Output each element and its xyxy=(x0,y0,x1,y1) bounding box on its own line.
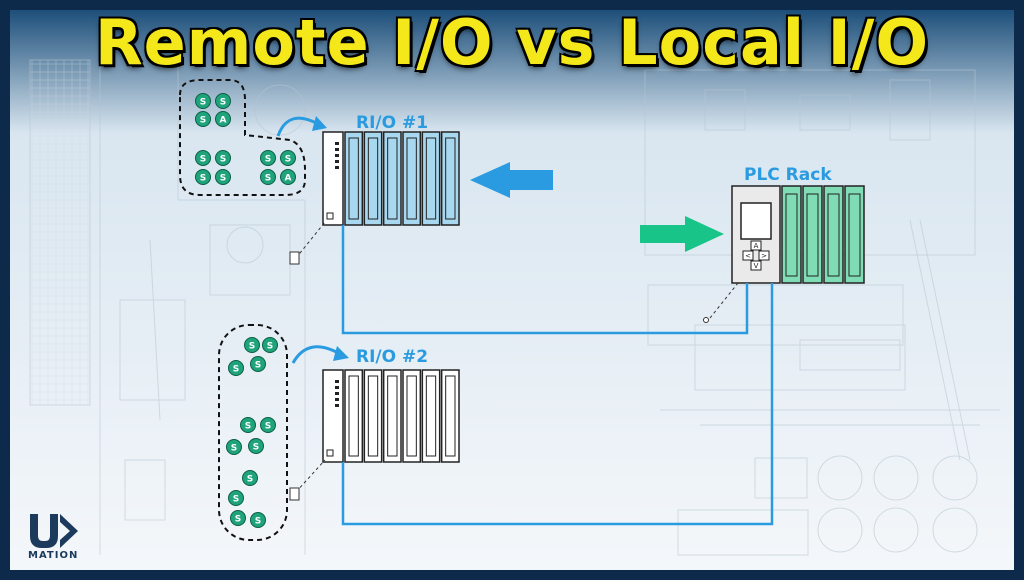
svg-text:S: S xyxy=(231,444,237,454)
plc-io-module xyxy=(823,185,844,284)
svg-text:S: S xyxy=(247,475,253,485)
svg-text:S: S xyxy=(200,155,206,165)
adapter-module xyxy=(322,131,344,226)
page-title: Remote I/O vs Local I/O xyxy=(94,6,930,79)
logo-text: MATION xyxy=(28,550,79,561)
svg-text:A: A xyxy=(754,242,759,250)
cpu-key xyxy=(750,240,762,251)
svg-text:S: S xyxy=(233,365,239,375)
rio-1-label: RI/O #1 xyxy=(356,113,429,133)
cpu-key xyxy=(750,260,762,271)
io-module xyxy=(421,369,441,463)
motor-icon: S xyxy=(244,337,260,353)
io-module xyxy=(344,131,364,226)
io-module xyxy=(440,369,460,463)
motor-icon: S xyxy=(260,417,276,433)
rio-1-rack xyxy=(322,131,460,226)
plc-io-module xyxy=(844,185,865,284)
io-module xyxy=(402,131,422,226)
svg-text:S: S xyxy=(253,443,259,453)
svg-text:S: S xyxy=(200,116,206,126)
plc-io-module xyxy=(802,185,823,284)
motor-icon: A xyxy=(215,111,231,127)
background-panel xyxy=(10,10,1014,570)
motor-icon: A xyxy=(280,169,296,185)
svg-text:S: S xyxy=(255,517,261,527)
svg-text:V: V xyxy=(754,262,759,270)
rio-2-label: RI/O #2 xyxy=(356,347,429,367)
motor-icon: S xyxy=(195,150,211,166)
updation-logo-icon xyxy=(30,514,78,548)
motor-icon: S xyxy=(280,150,296,166)
motor-icon: S xyxy=(228,490,244,506)
motor-icon: S xyxy=(215,93,231,109)
svg-text:A: A xyxy=(220,116,227,126)
junction-connectors xyxy=(295,221,739,493)
io-module xyxy=(382,369,402,463)
svg-text:S: S xyxy=(245,422,251,432)
plc-rack-label: PLC Rack xyxy=(744,165,832,185)
motor-icon: S xyxy=(248,438,264,454)
rio-2-rack xyxy=(322,369,460,463)
svg-text:S: S xyxy=(220,155,226,165)
motor-icon: S xyxy=(260,150,276,166)
svg-text:S: S xyxy=(267,342,273,352)
motor-icon: S xyxy=(228,360,244,376)
svg-text:S: S xyxy=(220,174,226,184)
motor-icon: S xyxy=(215,169,231,185)
svg-text:S: S xyxy=(265,422,271,432)
svg-text:S: S xyxy=(220,98,226,108)
svg-text:S: S xyxy=(200,98,206,108)
svg-text:S: S xyxy=(285,155,291,165)
io-module xyxy=(440,131,460,226)
motor-icon: S xyxy=(260,169,276,185)
svg-text:>: > xyxy=(761,252,767,260)
io-module xyxy=(363,369,383,463)
io-module xyxy=(402,369,422,463)
motor-icon: S xyxy=(226,439,242,455)
io-module xyxy=(363,131,383,226)
motor-group-1 xyxy=(179,79,306,196)
junction-boxes xyxy=(289,251,709,501)
io-module xyxy=(344,369,364,463)
io-module xyxy=(382,131,402,226)
svg-text:S: S xyxy=(255,361,261,371)
motor-icon: S xyxy=(242,470,258,486)
svg-text:S: S xyxy=(235,515,241,525)
curved-arrow-2 xyxy=(291,345,349,364)
motor-icon: S xyxy=(240,417,256,433)
plc-rack: A< >V xyxy=(731,185,865,284)
motor-icon: S xyxy=(262,337,278,353)
svg-text:S: S xyxy=(200,174,206,184)
motor-icon: S xyxy=(215,150,231,166)
network-cables xyxy=(341,225,774,526)
blue-arrow xyxy=(470,162,553,198)
curved-arrow-1 xyxy=(276,116,327,137)
motor-icon: S xyxy=(195,93,211,109)
motor-icon: S xyxy=(250,356,266,372)
svg-text:S: S xyxy=(265,174,271,184)
svg-text:S: S xyxy=(249,342,255,352)
motor-icon: S xyxy=(250,512,266,528)
green-arrow xyxy=(640,216,724,252)
cpu-key xyxy=(742,250,754,261)
motor-icon: S xyxy=(230,510,246,526)
svg-text:S: S xyxy=(265,155,271,165)
plc-io-module xyxy=(781,185,802,284)
motor-group-2 xyxy=(218,324,288,541)
svg-text:A: A xyxy=(285,174,292,184)
motor-icon: S xyxy=(195,111,211,127)
io-module xyxy=(421,131,441,226)
svg-text:S: S xyxy=(233,495,239,505)
cpu-key xyxy=(758,250,770,261)
floor-plan-background xyxy=(29,40,1000,556)
motor-icon: S xyxy=(195,169,211,185)
svg-text:<: < xyxy=(745,252,751,260)
cpu-display xyxy=(740,202,772,240)
adapter-module xyxy=(322,369,344,463)
